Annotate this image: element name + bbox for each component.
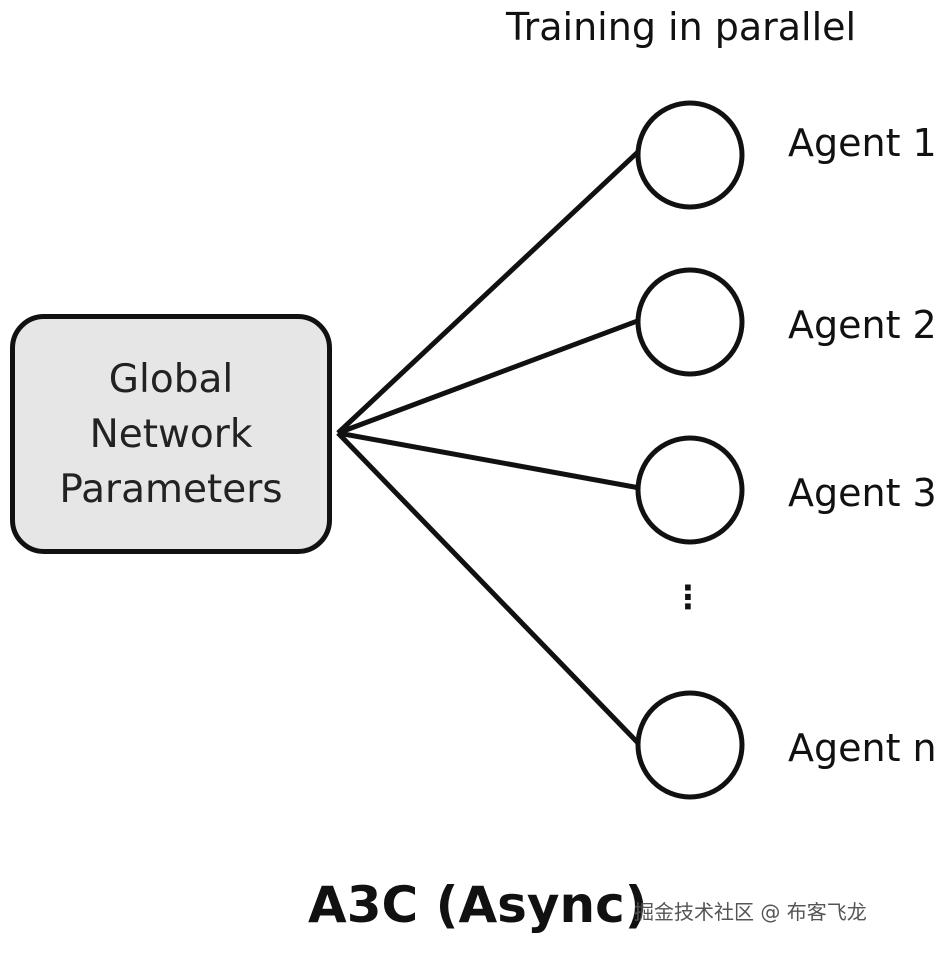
connector-agent-1 xyxy=(336,148,642,435)
agent-label-n: Agent n xyxy=(788,726,937,770)
watermark: 掘金技术社区 @ 布客飞龙 xyxy=(634,900,867,924)
agent-node-n xyxy=(635,690,745,800)
agent-label-3: Agent 3 xyxy=(788,471,937,515)
agent-label-2: Agent 2 xyxy=(788,303,937,347)
connector-agent-n xyxy=(336,431,642,747)
agent-node-3 xyxy=(635,435,745,545)
header-label: Training in parallel xyxy=(506,5,857,49)
connector-agent-3 xyxy=(337,430,641,491)
global-network-box: Global Network Parameters xyxy=(10,314,332,554)
connector-agent-2 xyxy=(337,317,641,436)
agent-node-2 xyxy=(635,267,745,377)
agent-node-1 xyxy=(635,100,745,210)
global-line-1: Global xyxy=(108,356,234,402)
ellipsis-icon: ⋮ xyxy=(672,578,704,616)
diagram-title: A3C (Async) xyxy=(308,876,648,934)
global-line-2: Network xyxy=(89,411,253,457)
global-line-3: Parameters xyxy=(59,466,283,512)
agent-label-1: Agent 1 xyxy=(788,121,937,165)
